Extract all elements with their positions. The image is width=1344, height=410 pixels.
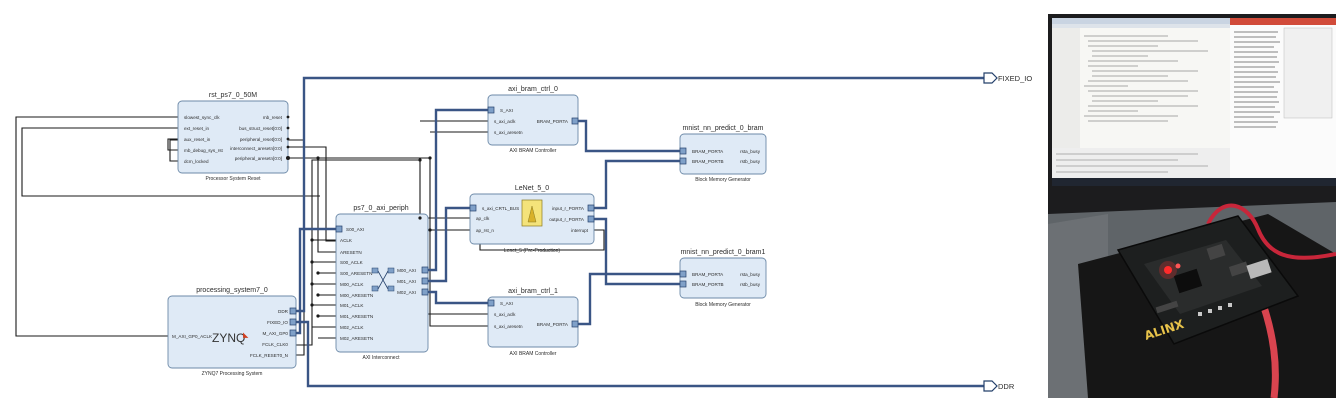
port-label: BRAM_PORTB: [692, 282, 724, 287]
block-title: LeNet_5_0: [515, 185, 549, 192]
block-title: axi_bram_ctrl_0: [508, 86, 558, 93]
port-label: s_axi_CRTL_BUS: [482, 206, 519, 211]
block-subtitle: Lenet_5 (Pre-Production): [504, 248, 560, 254]
port-label: FCLK_CLK0: [262, 342, 288, 347]
port-label: bus_struct_reset[0:0]: [239, 126, 282, 131]
block-rst-ps7: rst_ps7_0_50M slowest_sync_clk ext_reset…: [177, 92, 290, 182]
port-ddr: DDR: [983, 380, 1015, 392]
port-label: aux_reset_in: [184, 137, 211, 142]
zynq-logo-mark: ◣: [243, 332, 249, 339]
port-label: ext_reset_in: [184, 126, 209, 131]
block-axi-interconnect: ps7_0_axi_periph S00_AXI ACLK ARESETN S0…: [335, 205, 429, 361]
port-label: S00_AXI: [346, 227, 364, 232]
port-label: rsta_busy: [740, 149, 761, 154]
port-label: interrupt: [571, 228, 589, 233]
board-buttons: [1198, 303, 1232, 316]
port-label: M02_AXI: [397, 290, 416, 295]
port-label: BRAM_PORTA: [537, 322, 569, 327]
crossbar-icon: [371, 267, 395, 292]
port-label: rsta_busy: [740, 272, 761, 277]
port-label: slowest_sync_clk: [184, 115, 220, 120]
port-label: M01_ACLK: [340, 303, 364, 308]
port-label: ARESETN: [340, 250, 362, 255]
port-label: ap_rst_n: [476, 228, 494, 233]
port-label-ddr: DDR: [998, 382, 1015, 391]
port-label: s_axi_aclk: [494, 312, 516, 317]
port-label: DDR: [278, 309, 289, 314]
port-label: ap_clk: [476, 216, 490, 221]
block-processing-system: processing_system7_0 ZYNQ ◣ M_AXI_GP0_AC…: [167, 287, 297, 377]
port-label: mb_debug_sys_rst: [184, 148, 224, 153]
port-label: peripheral_aresetn[0:0]: [235, 156, 282, 161]
block-subtitle: AXI Interconnect: [363, 355, 401, 361]
block-title: processing_system7_0: [196, 287, 268, 294]
bus-connections: [296, 76, 984, 388]
port-fixed-io: FIXED_IO: [983, 72, 1032, 84]
block-axi-bram-ctrl-1: axi_bram_ctrl_1 S_AXI s_axi_aclk s_axi_a…: [487, 288, 579, 357]
port-label: M00_AXI: [397, 268, 416, 273]
block-subtitle: Block Memory Generator: [695, 302, 751, 308]
port-label: S00_ARESETN: [340, 271, 372, 276]
hls-logo-icon: [521, 199, 543, 227]
block-lenet: LeNet_5_0 s_axi_CRTL_BUS ap_clk ap_rst_n…: [469, 185, 595, 254]
port-label: rstb_busy: [740, 159, 761, 164]
port-label: M00_ACLK: [340, 282, 364, 287]
port-label: s_axi_aresetn: [494, 130, 523, 135]
wire-junctions: [310, 156, 432, 318]
taskbar: [1052, 178, 1336, 186]
block-title: axi_bram_ctrl_1: [508, 288, 558, 295]
block-subtitle: AXI BRAM Controller: [510, 148, 557, 154]
port-label: M00_ARESETN: [340, 293, 373, 298]
port-label: M_AXI_GP0_ACLK: [172, 334, 213, 339]
port-label: M02_ACLK: [340, 325, 364, 330]
block-bram-1: mnist_nn_predict_0_bram1 BRAM_PORTA BRAM…: [679, 249, 767, 308]
block-title: mnist_nn_predict_0_bram1: [681, 249, 766, 256]
port-label: S_AXI: [500, 301, 513, 306]
block-title: rst_ps7_0_50M: [209, 92, 257, 99]
bus-port-markers: [289, 106, 687, 337]
port-label: input_r_PORTA: [552, 206, 585, 211]
block-bram-0: mnist_nn_predict_0_bram BRAM_PORTA BRAM_…: [679, 125, 767, 183]
terminal-output-lines: [1234, 31, 1280, 128]
block-title: mnist_nn_predict_0_bram: [683, 125, 764, 132]
port-label: BRAM_PORTA: [692, 272, 724, 277]
port-label: FIXED_IO: [267, 320, 288, 325]
port-label: BRAM_PORTB: [692, 159, 724, 164]
port-label: S_AXI: [500, 108, 513, 113]
port-label: interconnect_aresetn[0:0]: [230, 146, 282, 151]
port-label: M01_AXI: [397, 279, 416, 284]
board-led-icon: [1159, 261, 1181, 279]
port-label-fixed-io: FIXED_IO: [998, 74, 1032, 83]
port-label: FCLK_RESET0_N: [250, 353, 288, 358]
port-label: dcm_locked: [184, 159, 209, 164]
port-label: BRAM_PORTA: [537, 119, 569, 124]
port-label: BRAM_PORTA: [692, 149, 724, 154]
port-label: M02_ARESETN: [340, 336, 373, 341]
hardware-photo: ALINX: [1048, 14, 1336, 398]
block-axi-bram-ctrl-0: axi_bram_ctrl_0 S_AXI s_axi_aclk s_axi_a…: [487, 86, 579, 154]
red-cable: [1206, 203, 1336, 260]
port-label: rstb_busy: [740, 282, 761, 287]
zynq-logo: ZYNQ: [212, 331, 245, 345]
port-label: M01_ARESETN: [340, 314, 373, 319]
port-label: S00_ACLK: [340, 260, 364, 265]
port-label: mb_reset: [263, 115, 283, 120]
port-label: s_axi_aclk: [494, 119, 516, 124]
block-design-diagram: FIXED_IO DDR rst_ps7_0_50M slowest_sync_…: [15, 72, 1032, 392]
block-subtitle: AXI BRAM Controller: [510, 351, 557, 357]
block-title: ps7_0_axi_periph: [353, 205, 408, 212]
port-label: peripheral_reset[0:0]: [240, 137, 282, 142]
block-subtitle: Block Memory Generator: [695, 177, 751, 183]
port-label: s_axi_aresetn: [494, 324, 523, 329]
port-label: ACLK: [340, 238, 353, 243]
block-subtitle: ZYNQ7 Processing System: [202, 371, 263, 377]
block-subtitle: Processor System Reset: [205, 176, 261, 182]
port-label: output_r_PORTA: [549, 217, 585, 222]
ide-code-lines: [1084, 35, 1208, 122]
port-label: M_AXI_GP0: [262, 331, 288, 336]
